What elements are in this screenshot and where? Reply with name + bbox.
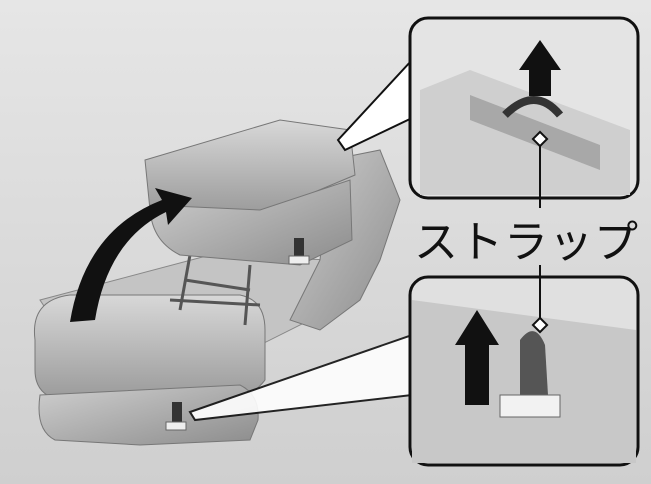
seat-frame	[169, 254, 261, 326]
fold-up-arrow-icon	[70, 188, 192, 322]
pull-up-arrow-icon	[455, 310, 499, 405]
lower-seat	[33, 254, 351, 446]
pull-up-arrow-icon	[519, 40, 561, 96]
bottom-detail-inset	[188, 275, 640, 467]
lower-strap	[172, 402, 182, 422]
upper-seat	[144, 119, 356, 266]
top-detail-inset	[336, 16, 640, 200]
upper-strap	[294, 238, 304, 256]
strap-label: ストラップ	[414, 217, 639, 268]
